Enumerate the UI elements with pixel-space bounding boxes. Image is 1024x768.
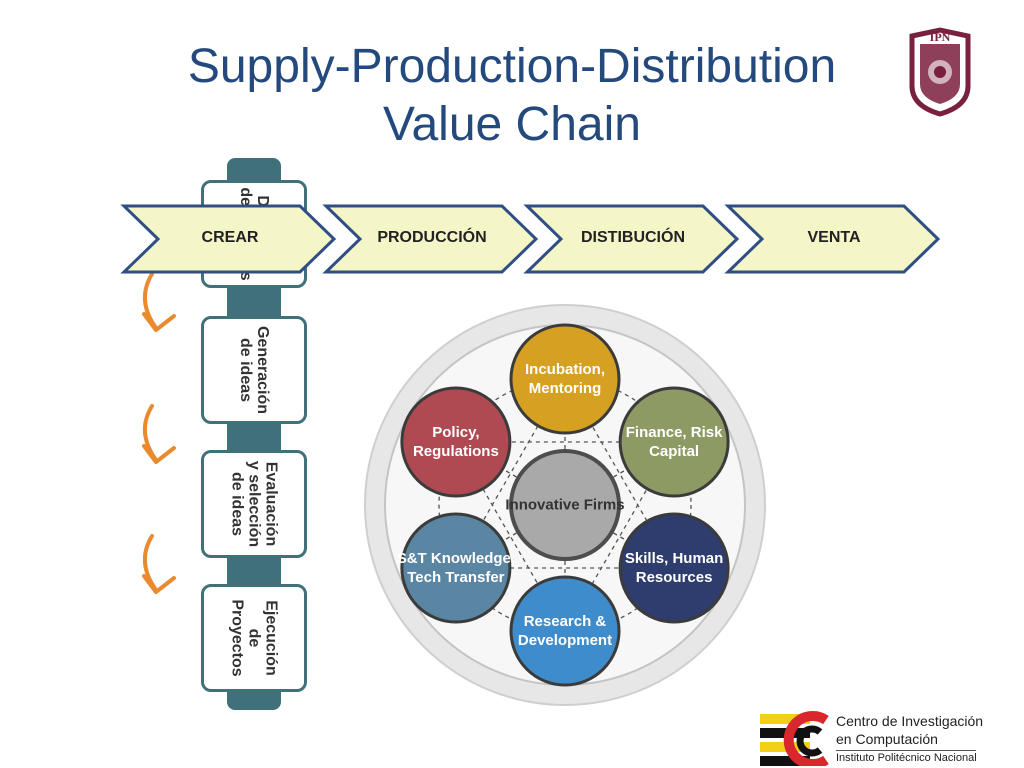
innovative-firms-node	[509, 449, 621, 561]
ecosystem-node	[618, 386, 730, 498]
chevron-label-distribucion: DISTIBUCIÓN	[581, 229, 685, 246]
slide-title: Supply-Production-Distribution Value Cha…	[100, 38, 924, 154]
ecosystem-node	[400, 512, 512, 624]
ecosystem-node-label: Research & Development	[517, 613, 613, 649]
cic-line-2: en Computación	[836, 731, 938, 747]
title-line-2: Value Chain	[383, 98, 641, 151]
cic-name: Centro de Investigación en Computación	[836, 712, 983, 748]
cic-subtitle: Instituto Politécnico Nacional	[836, 752, 977, 764]
chevron-label-produccion: PRODUCCIÓN	[377, 229, 487, 246]
curved-arrow-icon	[142, 404, 176, 464]
chevron-label-crear: CREAR	[201, 229, 259, 246]
ipn-logo: IPN	[909, 27, 971, 117]
chevron-produccion	[322, 204, 539, 274]
process-step-3: Evaluación y selección de ideas	[201, 450, 307, 558]
ecosystem-node-label: Incubation, Mentoring	[525, 361, 605, 397]
ecosystem-node	[509, 575, 621, 687]
chevron-distribucion	[523, 204, 740, 274]
ecosystem-node-label: Skills, Human Resources	[624, 550, 724, 586]
process-step-2: Generación de ideas	[201, 316, 307, 424]
cic-line-1: Centro de Investigación	[836, 713, 984, 729]
chevron-crear	[120, 204, 337, 274]
process-step-4: Ejecución de Proyectos	[201, 584, 307, 692]
ecosystem-node-label: S&T Knowledge, Tech Transfer	[396, 550, 516, 586]
ecosystem-node	[618, 512, 730, 624]
innovative-firms-label: Innovative Firms	[505, 496, 625, 514]
ipn-letters: IPN	[930, 30, 951, 44]
cic-logo	[760, 711, 829, 766]
ecosystem-node	[509, 323, 621, 435]
curved-arrow-icon	[142, 534, 176, 594]
ecosystem-node	[400, 386, 512, 498]
ecosystem-node-label: Policy, Regulations	[412, 424, 499, 460]
ecosystem-node-label: Finance, Risk Capital	[625, 424, 723, 460]
chevron-venta	[724, 204, 941, 274]
chevron-label-venta: VENTA	[807, 229, 861, 246]
title-line-1: Supply-Production-Distribution	[187, 40, 837, 93]
cic-divider	[836, 750, 976, 751]
curved-arrow-icon	[142, 272, 176, 332]
